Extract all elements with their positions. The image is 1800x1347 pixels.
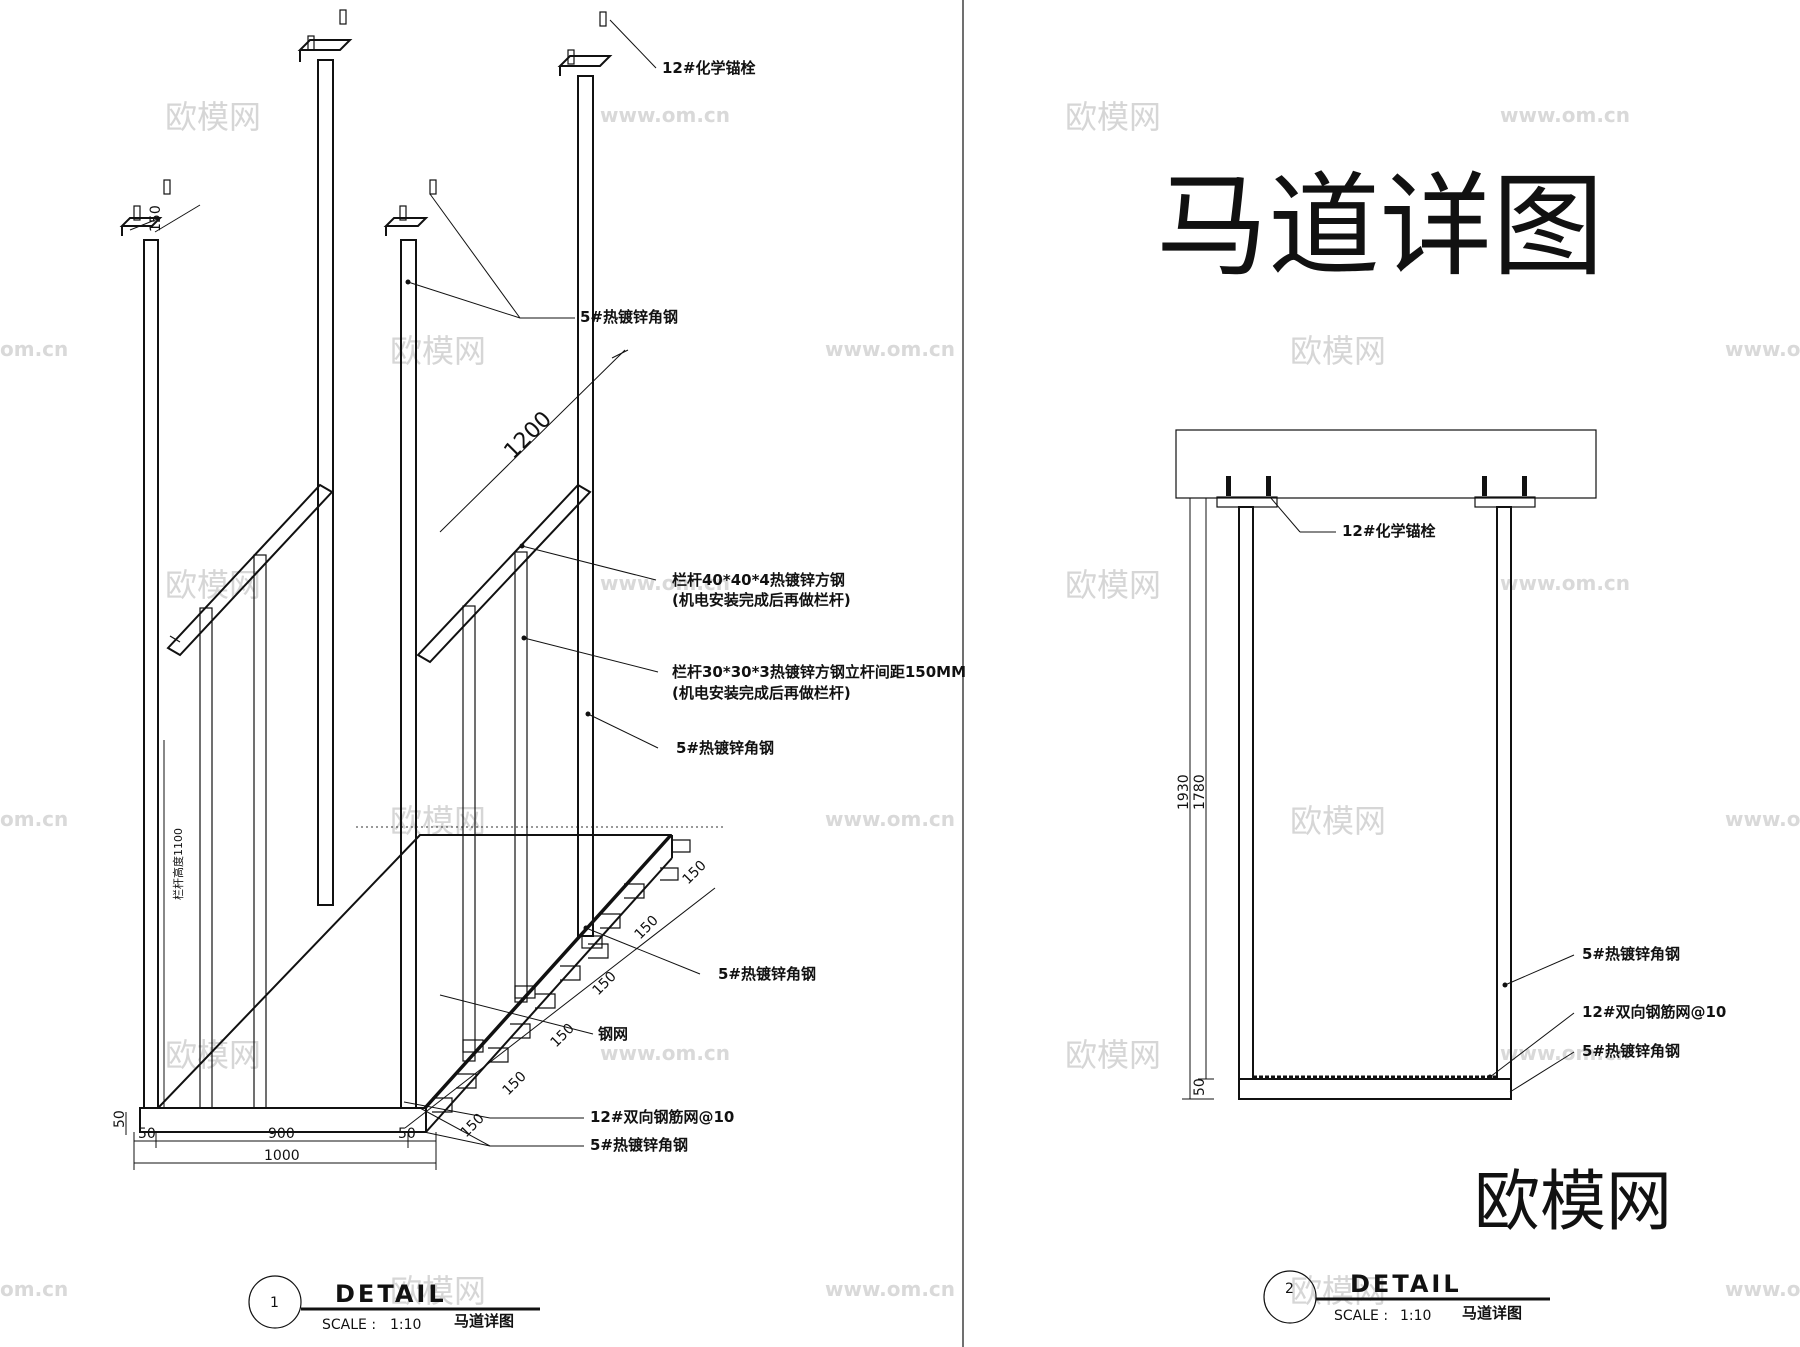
watermark-url: www.om.cn [825, 337, 955, 361]
callout-anchor-bolt: 12#化学锚栓 [662, 59, 755, 77]
watermark-logo: 欧模网 [1290, 802, 1386, 840]
scale-label: SCALE : [322, 1317, 376, 1333]
watermark-logo: 欧模网 [165, 1036, 261, 1074]
hanger-angle-left [1238, 506, 1254, 1080]
dim-width-left: 50 [138, 1126, 156, 1142]
callout-anchor-bolt: 12#化学锚栓 [1342, 522, 1435, 540]
sheet-title: 马道详图 [1156, 162, 1604, 292]
callout-rebar-mesh: 12#双向钢筋网@10 [1582, 1003, 1726, 1021]
watermark-layer: 欧模网 www.om.cn 欧模网 www.om.cn om.cn 欧模网 ww… [0, 98, 1800, 1310]
watermark-url: www.om.cn [825, 807, 955, 831]
hanger-angle-post [383, 179, 437, 1109]
scale-value: 1:10 [1400, 1308, 1431, 1324]
watermark-url: www.om.cn [825, 1277, 955, 1301]
concrete-slab [1175, 429, 1597, 499]
callout-hanger-angle: 5#热镀锌角钢 [1582, 945, 1680, 963]
dim-spacing: 150 [500, 1069, 530, 1099]
dim-base-50: 50 [112, 1110, 128, 1128]
watermark-logo: 欧模网 [390, 802, 486, 840]
dim-spacing: 150 [632, 913, 662, 943]
leader-lines [403, 19, 701, 1147]
callout-baluster: 栏杆30*30*3热镀锌方钢立杆间距150MM [672, 663, 966, 681]
watermark-logo: 欧模网 [1290, 332, 1386, 370]
section-dimensions [1182, 497, 1214, 1100]
dim-clear-1780: 1780 [1192, 774, 1208, 810]
callout-post-angle: 5#热镀锌角钢 [676, 739, 774, 757]
watermark-logo: 欧模网 [390, 332, 486, 370]
base-channel [139, 1107, 427, 1133]
detail-name: 马道详图 [454, 1312, 514, 1330]
watermark-url: www.om.cn [600, 1041, 730, 1065]
watermark-url: www.om.cn [1725, 337, 1800, 361]
detail-number: 1 [270, 1295, 279, 1311]
dim-top-150: 150 [148, 205, 164, 232]
watermark-logo: 欧模网 [1065, 98, 1161, 136]
watermark-url: www.om.cn [1500, 571, 1630, 595]
handrail-far [166, 483, 334, 1109]
watermark-logo: 欧模网 [1290, 1272, 1386, 1310]
dim-spacing: 150 [548, 1021, 578, 1051]
detail-title-block: 1 DETAIL SCALE : 1:10 马道详图 [248, 1275, 540, 1333]
dim-width-right: 50 [398, 1126, 416, 1142]
callout-edge-angle: 5#热镀锌角钢 [590, 1136, 688, 1154]
callout-baluster-note: (机电安装完成后再做栏杆) [672, 684, 851, 702]
watermark-url: om.cn [0, 337, 68, 361]
watermark-url: www.om.cn [1725, 807, 1800, 831]
dim-spacing: 150 [680, 858, 710, 888]
scale-value: 1:10 [390, 1317, 421, 1333]
detail-title-block: 2 DETAIL SCALE : 1:10 马道详图 [1263, 1270, 1550, 1324]
dim-base-50: 50 [1192, 1078, 1208, 1096]
callout-bottom-angle: 5#热镀锌角钢 [1582, 1042, 1680, 1060]
callout-floor-angle: 5#热镀锌角钢 [718, 965, 816, 983]
catwalk-isometric-detail: 150 1200 栏杆高度1100 50 50 900 50 1000 150 … [112, 9, 966, 1333]
brand-logo: 欧模网 [1474, 1163, 1672, 1240]
callout-rebar-mesh: 12#双向钢筋网@10 [590, 1108, 734, 1126]
dim-rail-height-1200: 1200 [500, 407, 557, 464]
hanger-angle-post [557, 11, 613, 949]
detail-name: 马道详图 [1462, 1304, 1522, 1322]
watermark-url: www.om.cn [600, 571, 730, 595]
dimension-lines [125, 204, 716, 1170]
dim-width-total: 1000 [264, 1148, 300, 1164]
dim-rail-height-side: 栏杆高度1100 [171, 828, 185, 900]
hanger-angle-post [297, 9, 353, 906]
watermark-url: www.om.cn [1500, 103, 1630, 127]
dim-width-mid: 900 [268, 1126, 295, 1142]
bottom-angle-frame [1238, 1078, 1512, 1100]
catwalk-section-detail: 马道详图 1930 1780 50 [1156, 162, 1726, 1324]
detail-number: 2 [1285, 1281, 1294, 1297]
watermark-url: www.om.cn [600, 103, 730, 127]
watermark-url: www.om.cn [1725, 1277, 1800, 1301]
callout-hanger-angle: 5#热镀锌角钢 [580, 308, 678, 326]
handrail-near [416, 483, 592, 1062]
cross-angle-steps [432, 839, 691, 1113]
callout-top-rail-note: (机电安装完成后再做栏杆) [672, 591, 851, 609]
watermark-logo: 欧模网 [1065, 566, 1161, 604]
callout-steel-mesh: 钢网 [598, 1025, 628, 1043]
watermark-url: om.cn [0, 807, 68, 831]
detail-heading: DETAIL [335, 1280, 447, 1308]
detail-heading: DETAIL [1350, 1270, 1462, 1298]
watermark-url: om.cn [0, 1277, 68, 1301]
section-leader-lines [1269, 496, 1575, 1093]
watermark-logo: 欧模网 [390, 1272, 486, 1310]
dim-total-1930: 1930 [1176, 774, 1192, 810]
hanger-angle-post [119, 179, 171, 1109]
callout-top-rail: 栏杆40*40*4热镀锌方钢 [672, 571, 845, 589]
watermark-logo: 欧模网 [165, 98, 261, 136]
watermark-logo: 欧模网 [1065, 1036, 1161, 1074]
scale-label: SCALE : [1334, 1308, 1388, 1324]
dim-spacing: 150 [590, 969, 620, 999]
